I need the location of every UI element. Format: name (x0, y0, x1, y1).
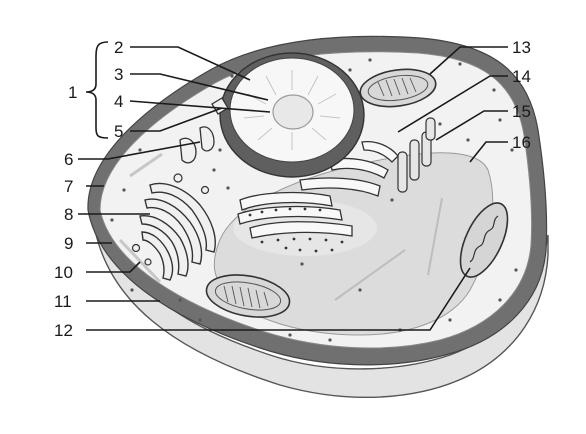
er-ribosomes (248, 207, 344, 253)
rough-er (237, 140, 399, 239)
vacuole-streak (427, 197, 443, 276)
label-1: 1 (68, 83, 77, 102)
label-4: 4 (114, 92, 123, 111)
centrioles (397, 117, 436, 193)
label-15: 15 (512, 102, 531, 121)
label-16: 16 (512, 133, 531, 152)
label-11: 11 (54, 292, 72, 311)
cell-wall-side (94, 204, 549, 399)
label-12: 12 (54, 321, 73, 340)
label-8: 8 (64, 205, 73, 224)
microfilament (118, 238, 162, 284)
label-7: 7 (64, 177, 73, 196)
leader-lines (78, 41, 508, 331)
chloroplast-top (359, 68, 437, 108)
nucleolus (272, 94, 314, 130)
golgi-apparatus (139, 182, 216, 281)
label-14: 14 (512, 67, 531, 86)
microfilament (129, 152, 163, 178)
label-5: 5 (114, 122, 123, 141)
chloroplast-bottom (205, 274, 291, 318)
label-13: 13 (512, 38, 531, 57)
vacuole-streak (334, 249, 406, 301)
label-9: 9 (64, 234, 73, 253)
golgi-vesicles (131, 173, 210, 266)
label-2: 2 (114, 38, 123, 57)
label-10: 10 (54, 263, 73, 282)
chromatin (243, 70, 341, 150)
free-ribosomes (110, 58, 518, 342)
label-6: 6 (64, 150, 73, 169)
mitochondrion (459, 202, 509, 278)
label-3: 3 (114, 65, 123, 84)
